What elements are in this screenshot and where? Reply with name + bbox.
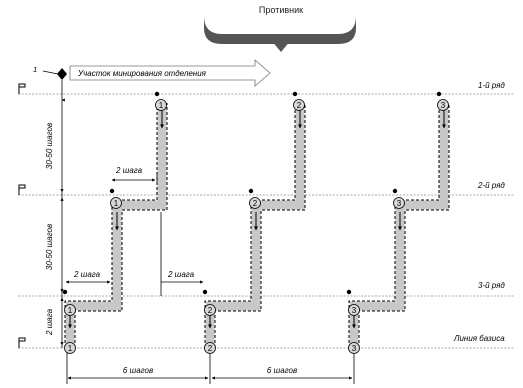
- sapper-1-row2: 1: [110, 197, 122, 209]
- sapper-3-row1: 3: [437, 99, 449, 111]
- svg-text:3: 3: [397, 199, 402, 208]
- sapper-2-row1: 2: [293, 99, 305, 111]
- upper-distance-label: 30-50 шагов: [45, 123, 54, 169]
- mine-dot: [392, 188, 398, 194]
- mine-dots: [62, 91, 442, 295]
- sapper-2-base: 2: [204, 342, 216, 354]
- mine-dot: [202, 289, 208, 295]
- flag-icon: [18, 337, 26, 348]
- flag-icon: [18, 184, 26, 195]
- sapper-2-row3: 2: [204, 304, 216, 316]
- svg-text:1: 1: [68, 344, 73, 353]
- mine-dot: [292, 91, 298, 97]
- flag-icon: [18, 83, 26, 94]
- sapper-path-3: [348, 103, 450, 348]
- middle-right-step-label: 2 шага: [167, 270, 195, 279]
- bottom-dimension: [66, 352, 355, 384]
- svg-text:1: 1: [68, 306, 73, 315]
- area-arrow: Участок минирования отделения: [69, 59, 271, 87]
- svg-text:3: 3: [352, 344, 357, 353]
- lower-distance-label: 2 шага: [45, 308, 54, 336]
- enemy-label: Противник: [259, 5, 303, 15]
- mine-dot: [154, 91, 160, 97]
- sapper-3-row3: 3: [348, 304, 360, 316]
- svg-text:1: 1: [114, 199, 119, 208]
- step-dimension-middle-right: [160, 212, 204, 296]
- middle-left-step-label: 2 шага: [73, 270, 101, 279]
- sapper-2-row2: 2: [249, 197, 261, 209]
- row-3-label: 3-й ряд: [478, 281, 505, 290]
- sapper-markers: 1 2 3 1 2 3 1 2: [64, 99, 449, 354]
- mine-dot: [62, 289, 68, 295]
- mine-dot: [109, 188, 115, 194]
- svg-text:2: 2: [208, 306, 213, 315]
- sapper-1-row3: 1: [64, 304, 76, 316]
- svg-text:2: 2: [208, 344, 213, 353]
- mine-dot: [436, 91, 442, 97]
- svg-text:3: 3: [352, 306, 357, 315]
- sapper-1-row1: 1: [155, 99, 167, 111]
- sapper-path-1: [64, 103, 168, 348]
- sapper-path-2: [204, 103, 306, 348]
- bottom-right-step-label: 6 шагов: [267, 366, 297, 375]
- bottom-left-step-label: 6 шагов: [123, 366, 153, 375]
- svg-text:2: 2: [297, 101, 302, 110]
- middle-distance-label: 30-50 шагов: [45, 224, 54, 270]
- row-1-label: 1-й ряд: [478, 81, 505, 90]
- upper-step-label: 2 шага: [115, 166, 143, 175]
- row-2-label: 2-й ряд: [477, 181, 505, 190]
- start-point-icon: [57, 68, 67, 80]
- flag-icons: [18, 83, 26, 348]
- base-line-label: Линия базиса: [453, 334, 505, 343]
- mine-dot: [346, 289, 352, 295]
- enemy-banner: Противник: [204, 5, 356, 52]
- row-lines: [18, 93, 515, 349]
- svg-text:1: 1: [159, 101, 164, 110]
- svg-text:3: 3: [441, 101, 446, 110]
- sapper-1-base: 1: [64, 342, 76, 354]
- point-marker-label: 1: [33, 65, 37, 74]
- mine-dot: [248, 188, 254, 194]
- sapper-3-row2: 3: [393, 197, 405, 209]
- leader-line: [42, 70, 59, 75]
- svg-text:2: 2: [253, 199, 258, 208]
- step-dimension-upper: [111, 175, 158, 184]
- area-label: Участок минирования отделения: [77, 69, 207, 78]
- sapper-3-base: 3: [348, 342, 360, 354]
